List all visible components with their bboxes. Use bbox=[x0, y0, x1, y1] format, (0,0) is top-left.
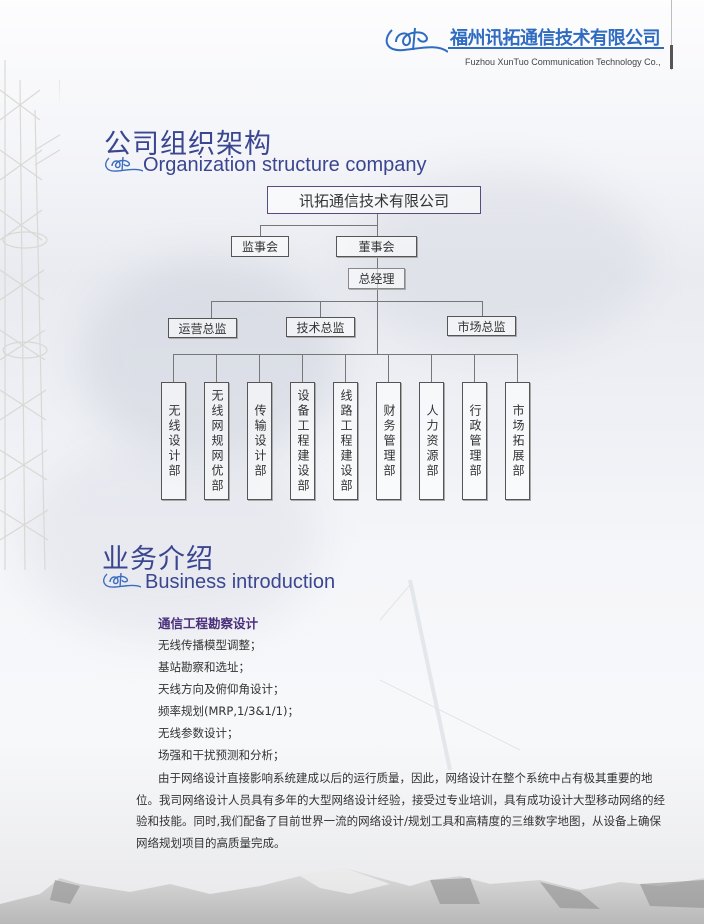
ribbon-logo-icon bbox=[385, 27, 448, 53]
org-node-department: 无线网规网优部 bbox=[204, 382, 229, 500]
telecom-tower-illustration bbox=[0, 60, 60, 570]
connector-line bbox=[474, 354, 475, 382]
department-label: 无线设计部 bbox=[167, 403, 181, 479]
business-paragraph: 由于网络设计直接影响系统建成以后的运行质量，因此，网络设计在整个系统中占有极其重… bbox=[136, 771, 665, 850]
org-node-operations-director: 运营总监 bbox=[168, 318, 237, 338]
department-label: 设备工程建设部 bbox=[296, 388, 310, 494]
org-section-title-en: Organization structure company bbox=[143, 154, 427, 176]
department-label: 财务管理部 bbox=[382, 403, 396, 479]
mountain-range-illustration bbox=[0, 868, 704, 924]
org-node-technical-director: 技术总监 bbox=[286, 317, 355, 337]
connector-line bbox=[517, 354, 518, 382]
org-node-department: 行政管理部 bbox=[462, 382, 487, 500]
org-node-department: 人力资源部 bbox=[419, 382, 444, 500]
business-section-title-cn: 业务介绍 bbox=[102, 544, 214, 575]
business-item: 频率规划(MRP,1/3&1/1)； bbox=[158, 704, 299, 718]
connector-line bbox=[211, 301, 483, 302]
connector-line bbox=[260, 225, 378, 226]
org-node-company: 讯拓通信技术有限公司 bbox=[267, 186, 481, 214]
utility-pole-illustration bbox=[380, 579, 520, 770]
department-label: 行政管理部 bbox=[468, 403, 482, 479]
org-node-supervisory-board: 监事会 bbox=[231, 236, 289, 257]
connector-line bbox=[431, 354, 432, 382]
business-subheading: 通信工程勘察设计 bbox=[158, 616, 259, 631]
connector-line bbox=[377, 256, 378, 354]
org-node-board-of-directors: 董事会 bbox=[336, 236, 417, 257]
org-node-department: 设备工程建设部 bbox=[290, 382, 315, 500]
org-node-department: 无线设计部 bbox=[161, 382, 186, 500]
connector-line bbox=[482, 301, 483, 316]
org-node-marketing-director: 市场总监 bbox=[447, 316, 516, 336]
org-node-department: 财务管理部 bbox=[376, 382, 401, 500]
department-label: 传输设计部 bbox=[253, 403, 267, 479]
connector-line bbox=[388, 354, 389, 382]
business-item: 基站勘察和选址； bbox=[158, 660, 250, 674]
department-label: 线路工程建设部 bbox=[339, 388, 353, 494]
connector-line bbox=[320, 301, 321, 317]
business-item: 场强和干扰预测和分析； bbox=[158, 748, 285, 762]
org-section-title-cn: 公司组织架构 bbox=[104, 129, 272, 160]
org-node-department: 线路工程建设部 bbox=[333, 382, 358, 500]
org-node-department: 传输设计部 bbox=[247, 382, 272, 500]
connector-line bbox=[216, 354, 217, 382]
connector-line bbox=[260, 225, 261, 236]
ribbon-logo-icon bbox=[105, 156, 143, 172]
connector-line bbox=[302, 354, 303, 382]
company-name-underline bbox=[448, 47, 664, 49]
business-item: 天线方向及俯仰角设计； bbox=[158, 682, 285, 696]
connector-line bbox=[259, 354, 260, 382]
department-label: 无线网规网优部 bbox=[210, 388, 224, 494]
connector-line bbox=[345, 354, 346, 382]
department-label: 人力资源部 bbox=[425, 403, 439, 479]
company-name-en: Fuzhou XunTuo Communication Technology C… bbox=[465, 57, 661, 67]
page-edge-marker bbox=[670, 45, 673, 69]
business-item: 无线传播模型调整； bbox=[158, 638, 262, 652]
org-node-department: 市场拓展部 bbox=[505, 382, 530, 500]
business-item: 无线参数设计； bbox=[158, 726, 239, 740]
department-label: 市场拓展部 bbox=[511, 403, 525, 479]
connector-line bbox=[173, 354, 174, 382]
business-section-title-en: Business introduction bbox=[145, 571, 336, 593]
org-node-general-manager: 总经理 bbox=[348, 268, 405, 289]
connector-line bbox=[211, 301, 212, 318]
ribbon-logo-icon bbox=[103, 572, 141, 588]
page-edge-line bbox=[671, 0, 672, 70]
company-name-cn: 福州讯拓通信技术有限公司 bbox=[450, 28, 661, 49]
